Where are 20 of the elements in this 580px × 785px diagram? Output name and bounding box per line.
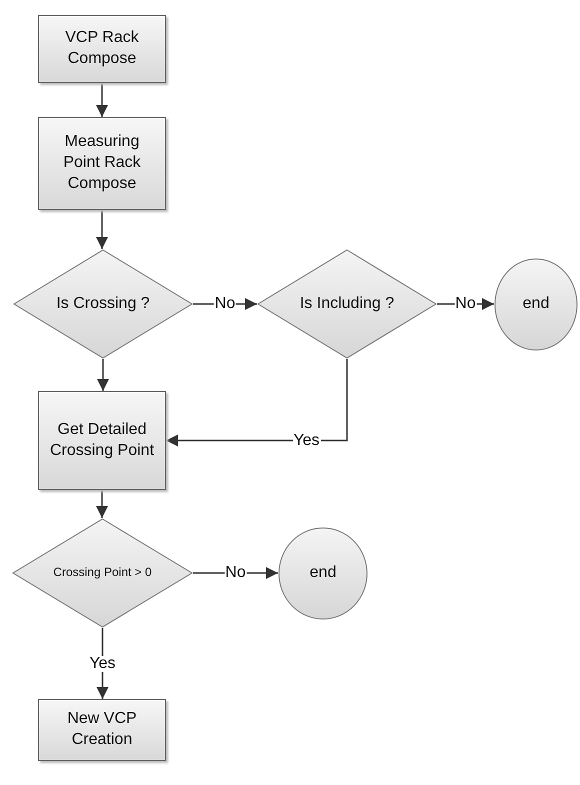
node-label: Measuring Point Rack Compose xyxy=(62,132,142,194)
arrow xyxy=(96,83,108,117)
process-box xyxy=(38,117,166,210)
process-box xyxy=(38,699,166,761)
arrow xyxy=(96,490,108,518)
edge-label: Yes xyxy=(292,432,321,448)
arrow xyxy=(96,210,108,249)
process-box xyxy=(38,15,166,83)
node-label: New VCP Creation xyxy=(66,709,138,750)
edge-label: Yes xyxy=(88,656,117,672)
node-label: Crossing Point > 0 xyxy=(53,565,152,581)
node-label: Is Including ? xyxy=(300,294,394,314)
node-label: Get Detailed Crossing Point xyxy=(48,420,156,460)
process-box xyxy=(38,391,166,490)
node-label: end xyxy=(522,294,550,314)
arrow xyxy=(97,359,109,391)
node-label: end xyxy=(310,563,336,584)
node-label: Is Crossing ? xyxy=(56,294,150,314)
node-label: VCP Rack Compose xyxy=(64,28,140,69)
arrow xyxy=(166,359,348,446)
